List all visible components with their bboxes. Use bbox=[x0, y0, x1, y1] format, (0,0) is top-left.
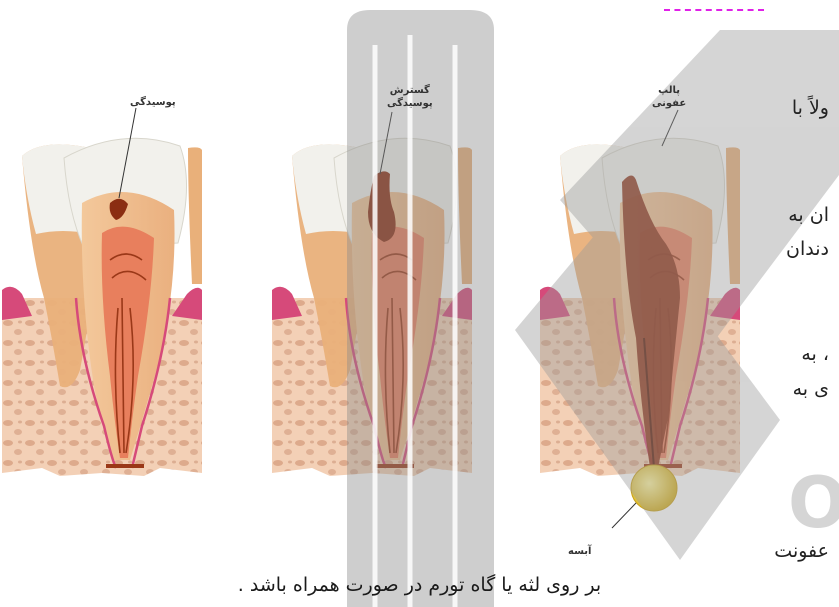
text-fragment-5: ی به bbox=[793, 378, 829, 400]
label-caries-spread-line1: گسترش bbox=[387, 84, 433, 97]
label-caries-spread-line2: پوسیدگی bbox=[387, 97, 433, 110]
text-fragment-4: ، به bbox=[801, 343, 829, 365]
tooth-diagram-caries bbox=[2, 108, 202, 476]
label-abscess: آبسه bbox=[568, 545, 591, 558]
watermark-letter: O bbox=[788, 468, 839, 538]
label-caries-spread: گسترش پوسیدگی bbox=[387, 84, 433, 110]
dashed-divider bbox=[664, 9, 764, 11]
label-infected-pulp-line1: پالپ bbox=[652, 84, 686, 97]
label-infected-pulp-line2: عفونی bbox=[652, 97, 686, 110]
text-fragment-1: ولاً با bbox=[792, 97, 829, 119]
body-text-line: بر روی لثه یا گاه تورم در صورت همراه باش… bbox=[0, 574, 839, 596]
text-fragment-2: ان به bbox=[788, 204, 829, 226]
label-infected-pulp: پالپ عفونی bbox=[652, 84, 686, 110]
text-fragment-3: دندان bbox=[786, 238, 829, 260]
label-caries: پوسیدگی bbox=[130, 96, 176, 109]
